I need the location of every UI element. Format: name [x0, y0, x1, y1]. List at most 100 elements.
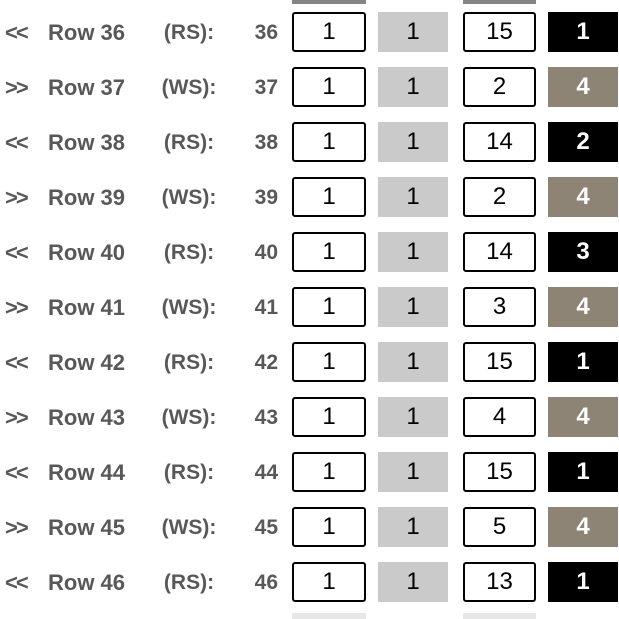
count-cell-3[interactable]: 2: [463, 177, 536, 217]
row-number: 44: [254, 460, 278, 484]
count-cell-4[interactable]: 4: [548, 287, 618, 327]
row-label: Row 36: [48, 19, 126, 45]
count-cell-1[interactable]: 1: [292, 232, 366, 272]
row-direction-arrow-icon: >>: [5, 514, 29, 540]
count-cell-3[interactable]: 5: [463, 507, 536, 547]
count-cell-2[interactable]: 1: [378, 287, 448, 327]
row-label: Row 44: [48, 459, 126, 485]
count-cell-2[interactable]: 1: [378, 507, 448, 547]
pattern-row[interactable]: >> Row 45 (WS): 45 1 1 5 4: [0, 500, 619, 555]
count-cell-3[interactable]: 15: [463, 342, 536, 382]
count-cell-4[interactable]: 4: [548, 177, 618, 217]
row-number: 42: [254, 350, 278, 374]
count-cell-4[interactable]: 3: [548, 232, 618, 272]
next-row-cell-edge: [292, 613, 366, 619]
count-cell-1[interactable]: 1: [292, 122, 366, 162]
row-direction-arrow-icon: >>: [5, 74, 29, 100]
count-cell-1[interactable]: 1: [292, 12, 366, 52]
count-cell-2[interactable]: 1: [378, 452, 448, 492]
row-number: 37: [254, 75, 278, 99]
count-cell-1[interactable]: 1: [292, 287, 366, 327]
count-cell-3[interactable]: 13: [463, 562, 536, 602]
count-cell-1[interactable]: 1: [292, 177, 366, 217]
count-cell-4[interactable]: 4: [548, 507, 618, 547]
row-side-label: (RS):: [163, 350, 215, 374]
count-cell-4[interactable]: 1: [548, 562, 618, 602]
row-side-label: (WS):: [161, 295, 217, 319]
pattern-row[interactable]: << Row 42 (RS): 42 1 1 15 1: [0, 335, 619, 390]
count-cell-1[interactable]: 1: [292, 397, 366, 437]
count-cell-1[interactable]: 1: [292, 507, 366, 547]
count-cell-4[interactable]: 1: [548, 342, 618, 382]
row-direction-arrow-icon: >>: [5, 404, 29, 430]
count-cell-3[interactable]: 3: [463, 287, 536, 327]
row-side-label: (RS):: [163, 460, 215, 484]
count-cell-3[interactable]: 15: [463, 452, 536, 492]
count-cell-2[interactable]: 1: [378, 12, 448, 52]
pattern-row[interactable]: << Row 38 (RS): 38 1 1 14 2: [0, 115, 619, 170]
row-direction-arrow-icon: <<: [5, 349, 29, 375]
row-counter-list: << Row 36 (RS): 36 1 1 15 1 >> Row 37 (W…: [0, 5, 619, 610]
count-cell-2[interactable]: 1: [378, 67, 448, 107]
row-label: Row 40: [48, 239, 126, 265]
next-row-cell-edge: [463, 613, 536, 619]
row-label: Row 37: [48, 74, 126, 100]
pattern-row[interactable]: << Row 40 (RS): 40 1 1 14 3: [0, 225, 619, 280]
row-direction-arrow-icon: <<: [5, 459, 29, 485]
row-label: Row 45: [48, 514, 126, 540]
count-cell-4[interactable]: 2: [548, 122, 618, 162]
count-cell-3[interactable]: 4: [463, 397, 536, 437]
previous-row-cell-edge: [292, 0, 366, 4]
row-label: Row 38: [48, 129, 126, 155]
count-cell-1[interactable]: 1: [292, 562, 366, 602]
row-number: 45: [254, 515, 278, 539]
row-number: 41: [254, 295, 278, 319]
count-cell-2[interactable]: 1: [378, 342, 448, 382]
count-cell-4[interactable]: 1: [548, 12, 618, 52]
row-number: 36: [254, 20, 278, 44]
row-direction-arrow-icon: <<: [5, 129, 29, 155]
row-label: Row 42: [48, 349, 126, 375]
row-side-label: (RS):: [163, 240, 215, 264]
row-direction-arrow-icon: <<: [5, 19, 29, 45]
count-cell-3[interactable]: 15: [463, 12, 536, 52]
count-cell-1[interactable]: 1: [292, 452, 366, 492]
row-direction-arrow-icon: <<: [5, 239, 29, 265]
count-cell-2[interactable]: 1: [378, 232, 448, 272]
count-cell-1[interactable]: 1: [292, 342, 366, 382]
count-cell-4[interactable]: 1: [548, 452, 618, 492]
row-direction-arrow-icon: >>: [5, 294, 29, 320]
row-label: Row 46: [48, 569, 126, 595]
count-cell-3[interactable]: 14: [463, 122, 536, 162]
pattern-row[interactable]: << Row 44 (RS): 44 1 1 15 1: [0, 445, 619, 500]
row-direction-arrow-icon: <<: [5, 569, 29, 595]
count-cell-3[interactable]: 14: [463, 232, 536, 272]
pattern-row[interactable]: << Row 36 (RS): 36 1 1 15 1: [0, 5, 619, 60]
pattern-row[interactable]: >> Row 39 (WS): 39 1 1 2 4: [0, 170, 619, 225]
count-cell-2[interactable]: 1: [378, 397, 448, 437]
previous-row-cell-edge: [463, 0, 536, 4]
count-cell-3[interactable]: 2: [463, 67, 536, 107]
count-cell-4[interactable]: 4: [548, 67, 618, 107]
row-label: Row 41: [48, 294, 126, 320]
count-cell-2[interactable]: 1: [378, 122, 448, 162]
row-side-label: (WS):: [161, 185, 217, 209]
row-side-label: (RS):: [163, 20, 215, 44]
row-side-label: (RS):: [163, 570, 215, 594]
pattern-row[interactable]: << Row 46 (RS): 46 1 1 13 1: [0, 555, 619, 610]
count-cell-1[interactable]: 1: [292, 67, 366, 107]
row-side-label: (WS):: [161, 405, 217, 429]
row-number: 43: [254, 405, 278, 429]
row-number: 40: [254, 240, 278, 264]
row-side-label: (WS):: [161, 515, 217, 539]
row-label: Row 39: [48, 184, 126, 210]
count-cell-2[interactable]: 1: [378, 562, 448, 602]
pattern-row[interactable]: >> Row 41 (WS): 41 1 1 3 4: [0, 280, 619, 335]
count-cell-2[interactable]: 1: [378, 177, 448, 217]
pattern-row[interactable]: >> Row 43 (WS): 43 1 1 4 4: [0, 390, 619, 445]
count-cell-4[interactable]: 4: [548, 397, 618, 437]
row-number: 46: [254, 570, 278, 594]
row-number: 39: [254, 185, 278, 209]
row-direction-arrow-icon: >>: [5, 184, 29, 210]
pattern-row[interactable]: >> Row 37 (WS): 37 1 1 2 4: [0, 60, 619, 115]
